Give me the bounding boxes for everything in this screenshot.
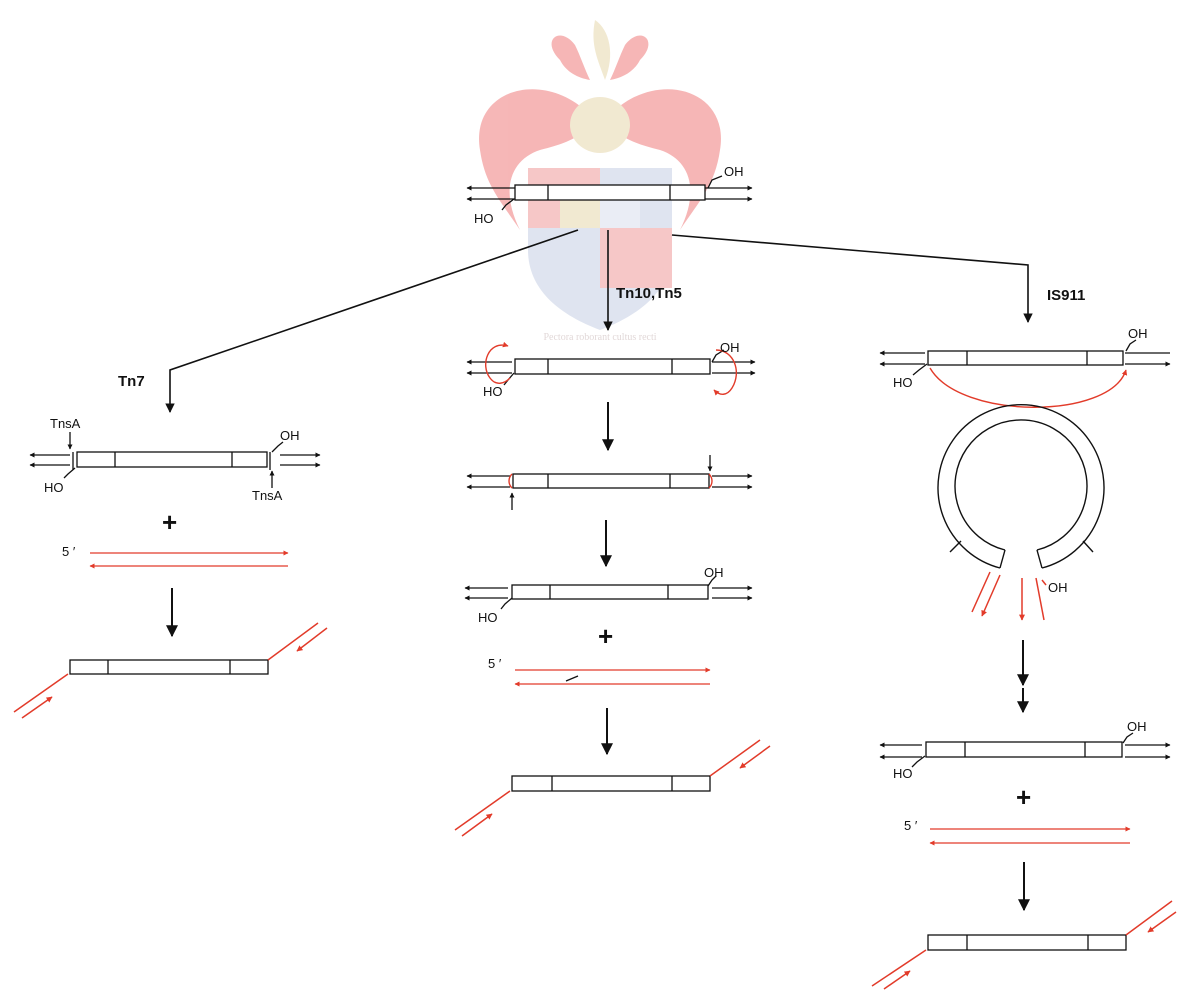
is911-pathway: OH HO OH [871,326,1177,990]
tn10-tn5-pathway: OH HO OH [454,340,771,837]
crest-helm [570,20,630,153]
tn7-tnsa-top-label: TnsA [50,416,81,431]
is911-target-dna [929,826,1131,846]
is911-circle-oh-label: OH [1048,580,1068,595]
tn7-label: Tn7 [118,373,145,390]
tn7-pathway: TnsA TnsA OH HO + 5 ′ [13,416,328,719]
tn10-5prime-label: 5 ′ [488,656,502,671]
is911-figure8-dna [879,339,1171,376]
is911-plus: + [1016,782,1031,812]
tn10-product [454,739,771,837]
is911-transfer-arc [929,367,1128,408]
tn7-ho-label: HO [44,480,64,495]
is911-excised-dna [879,732,1171,768]
is911-circle-ends [971,571,1047,621]
tn10-nick-ends [508,473,713,489]
tn10-hairpin-dna [466,349,756,386]
tn10-tn5-label: Tn10,Tn5 [616,285,682,302]
tn10-target-dna [514,667,711,687]
donor-dna [466,175,753,211]
university-crest-watermark: Pectora roborant cultus recti [479,20,721,343]
is911-oh-label-2: OH [1127,719,1147,734]
tn10-ho-label-2: HO [478,610,498,625]
tn10-oh-label-1: OH [720,340,740,355]
tn10-plus: + [598,621,613,651]
tn10-oh-label-2: OH [704,565,724,580]
tn7-cleaved-dna [29,432,321,488]
tn10-excised-dna [464,575,753,610]
tn7-tnsa-bottom-label: TnsA [252,488,283,503]
donor-ho-label: HO [474,211,494,226]
tn7-product [13,622,328,719]
tn7-5prime-label: 5 ′ [62,544,76,559]
branch-arrows [165,229,1033,413]
is911-oh-label-1: OH [1128,326,1148,341]
tn7-target-dna [89,550,289,569]
tn7-oh-label: OH [280,428,300,443]
tn10-nicked-dna [466,455,753,510]
tn7-plus: + [162,507,177,537]
is911-circle-intermediate [937,404,1105,569]
tn10-hairpin-arrows [485,341,737,396]
is911-ho-label-1: HO [893,375,913,390]
crest-motto: Pectora roborant cultus recti [543,332,656,343]
is911-label: IS911 [1047,287,1085,304]
is911-ho-label-2: HO [893,766,913,781]
is911-5prime-label: 5 ′ [904,818,918,833]
is911-product [871,900,1177,990]
donor-oh-label: OH [724,164,744,179]
tn10-ho-label-1: HO [483,384,503,399]
